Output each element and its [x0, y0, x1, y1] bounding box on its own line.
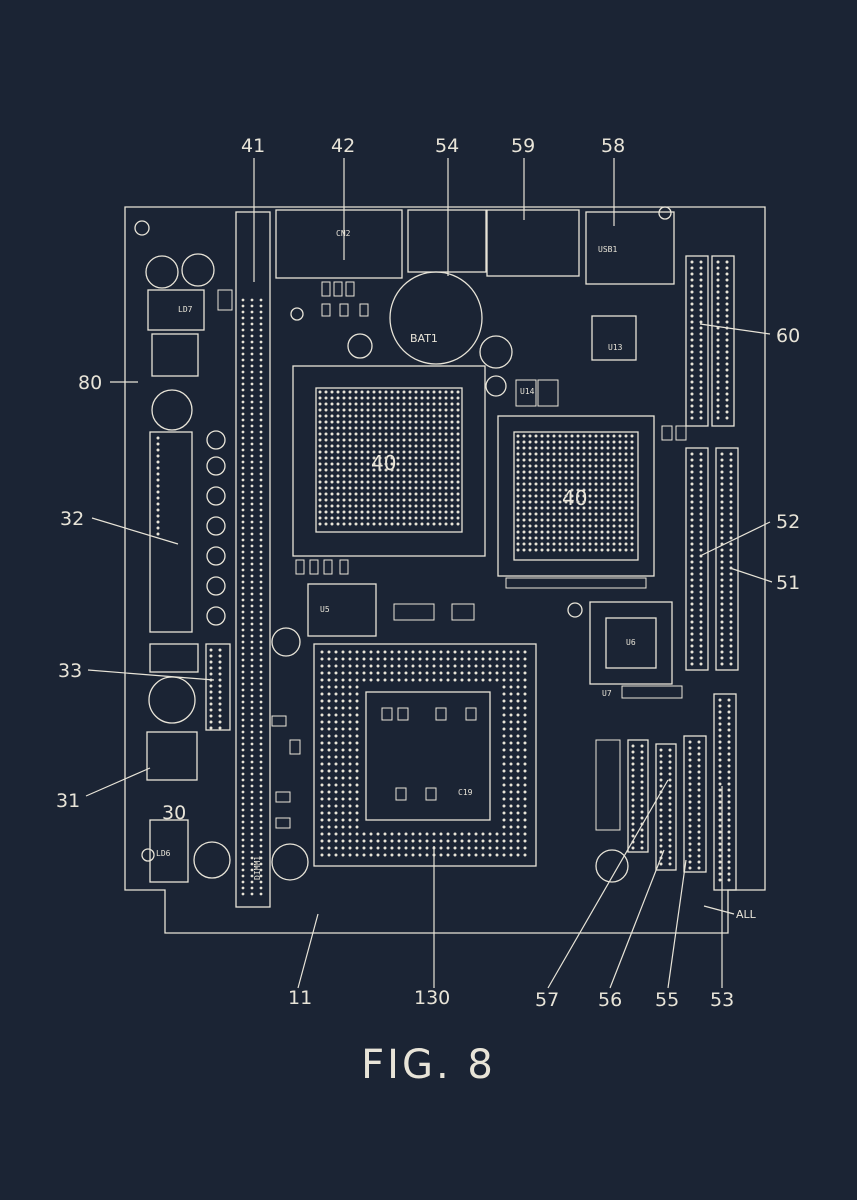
cpu-socket: [313, 643, 537, 867]
label-u7: U7: [602, 689, 612, 698]
header-56: [655, 743, 677, 871]
label-ld6: LD6: [156, 849, 171, 858]
memory-chip-u5: [307, 583, 377, 637]
label-dimm1: DIMM1: [253, 856, 262, 880]
bga-chip-b-core: [513, 431, 639, 561]
dimm-slot: [235, 211, 271, 908]
ref-52: 52: [776, 511, 800, 533]
ref-80: 80: [78, 372, 102, 394]
dimm-contact-grid: [241, 298, 263, 896]
header-52: [685, 447, 709, 671]
label-bat1: BAT1: [410, 332, 438, 345]
bga-chip-b: [497, 415, 655, 577]
ref-30: 30: [162, 802, 186, 824]
connector-usb: [585, 211, 675, 285]
chip-b-mark: 40: [562, 486, 587, 510]
ref-33: 33: [58, 660, 82, 682]
chip-u6: [589, 601, 673, 685]
label-c19: C19: [458, 788, 473, 797]
label-cn2: CN2: [336, 229, 351, 238]
ref-59: 59: [511, 135, 535, 157]
bga-chip-a: [292, 365, 486, 557]
cpu-socket-inner: [365, 691, 491, 821]
ref-130: 130: [414, 987, 450, 1009]
ref-58: 58: [601, 135, 625, 157]
ref-31: 31: [56, 790, 80, 812]
ref-54: 54: [435, 135, 459, 157]
terminal-strip-32: [149, 431, 193, 633]
ref-51: 51: [776, 572, 800, 594]
header-55: [683, 735, 707, 873]
label-ld7: LD7: [178, 305, 193, 314]
ref-53: 53: [710, 989, 734, 1011]
ref-55: 55: [655, 989, 679, 1011]
ref-57: 57: [535, 989, 559, 1011]
ref-42: 42: [331, 135, 355, 157]
chip-a-mark: 40: [371, 451, 396, 475]
header-33: [205, 643, 231, 731]
ref-all: ALL: [736, 908, 757, 921]
label-u13: U13: [608, 343, 623, 352]
label-u5: U5: [320, 605, 330, 614]
ref-60: 60: [776, 325, 800, 347]
bga-chip-a-core: [315, 387, 463, 533]
regulator-31: [146, 731, 198, 781]
board-outline: [124, 206, 766, 934]
header-51: [715, 447, 739, 671]
connector-54: [407, 209, 487, 273]
header-60: [685, 255, 709, 427]
battery-bat1: [389, 271, 483, 365]
figure-title: FIG. 8: [361, 1042, 496, 1088]
ref-56: 56: [598, 989, 622, 1011]
bga-b-ball-grid: [516, 434, 634, 552]
cpu-socket-pin-grid: [320, 650, 527, 857]
header-57: [627, 739, 649, 853]
label-u6: U6: [626, 638, 636, 647]
label-u14: U14: [520, 387, 535, 396]
connector-59: [486, 209, 580, 277]
connector-cn2: [275, 209, 403, 279]
ref-41: 41: [241, 135, 265, 157]
label-usb1: USB1: [598, 245, 617, 254]
bga-a-ball-grid: [318, 390, 460, 526]
header-pin-grid: [156, 260, 733, 882]
ref-11: 11: [288, 987, 312, 1009]
ref-32: 32: [60, 508, 84, 530]
header-53: [713, 693, 737, 891]
